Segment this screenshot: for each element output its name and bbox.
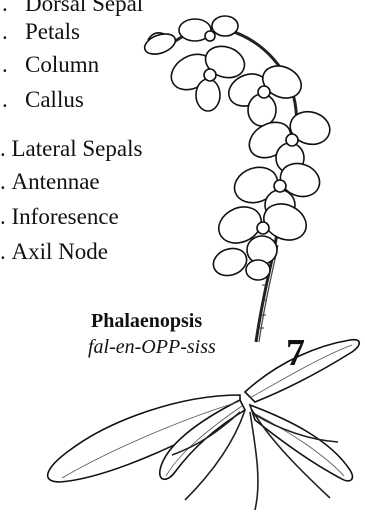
figure-number: 7	[286, 331, 305, 375]
genus-name: Phalaenopsis	[91, 310, 202, 333]
pronunciation: fal-en-OPP-siss	[88, 336, 216, 359]
